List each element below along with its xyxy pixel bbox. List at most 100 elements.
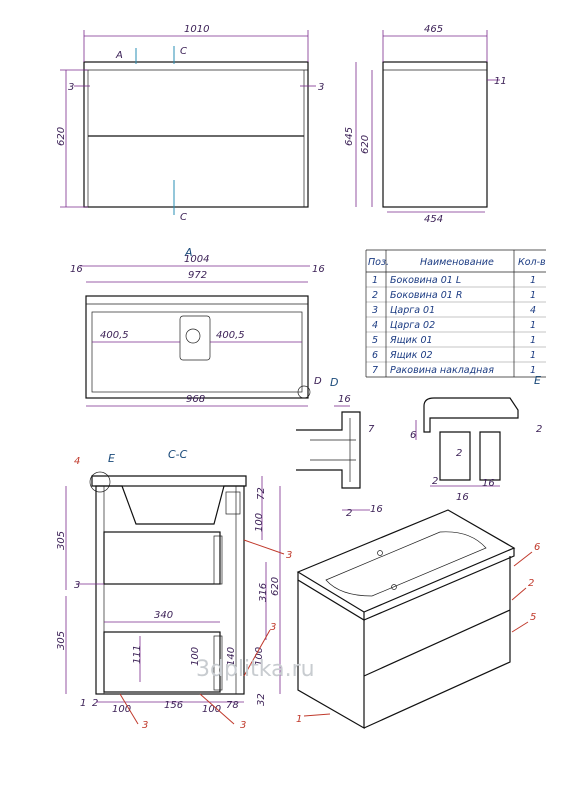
side-height-total: 645 — [344, 127, 355, 146]
dim-620: 620 — [270, 577, 281, 596]
dim-1: 1 — [80, 698, 86, 709]
dim-100-lower: 100 — [190, 647, 201, 666]
table-cell-r6-c3: 1 — [530, 350, 536, 361]
detail-d-title: D — [330, 376, 338, 389]
dim-3-left: 3 — [74, 580, 80, 591]
front-left-offset: 3 — [68, 82, 74, 93]
pos-3-a: 3 — [286, 550, 292, 561]
view-a-title: A — [184, 246, 193, 259]
detail-e-2-mid: 2 — [456, 448, 462, 459]
pos-3-c: 3 — [142, 720, 148, 731]
view-a-right-gap: 16 — [312, 264, 325, 275]
detail-d-16-bottom: 16 — [370, 504, 383, 515]
callout-e-label: E — [108, 452, 115, 465]
front-cabinet-outline — [83, 61, 309, 208]
side-cabinet-outline — [382, 61, 488, 208]
carcass-section — [95, 485, 245, 695]
section-cc: C-C 4 E 305 305 3 72 100 316 620 34 — [56, 448, 292, 731]
table-header-1: Поз. — [368, 257, 389, 268]
detail-e-2-right: 2 — [536, 424, 542, 435]
dim-305-top: 305 — [56, 531, 67, 550]
table-cell-r5-c2: Ящик 01 — [389, 335, 433, 346]
iso-side-panel — [297, 580, 365, 730]
iso-sink-bowl — [325, 531, 487, 597]
table-cell-r1-c2: Боковина 01 L — [390, 275, 461, 286]
dim-111: 111 — [132, 645, 143, 664]
dim-100-right: 100 — [254, 647, 265, 666]
side-height-body: 620 — [360, 135, 371, 154]
detail-e-16-a: 16 — [456, 492, 469, 503]
iso-view: 1 2 5 6 — [296, 509, 540, 730]
view-a-outline — [85, 295, 309, 399]
detail-e-6: 6 — [410, 430, 416, 441]
detail-d: D 16 7 2 16 — [296, 376, 383, 519]
front-height-label: 620 — [56, 127, 67, 146]
dim-100-upper: 100 — [254, 513, 265, 532]
iso-pos-5: 5 — [530, 612, 536, 623]
table-cell-r7-c3: 1 — [530, 365, 536, 376]
sink-basin-section — [91, 475, 247, 525]
table-cell-r2-c3: 1 — [530, 290, 536, 301]
section-a-marker: A — [115, 50, 123, 61]
dim-bottom-100-right: 100 — [202, 704, 221, 715]
dim-bottom-100-left: 100 — [112, 704, 131, 715]
side-view: 465 454 645 620 11 — [344, 24, 507, 225]
dim-2: 2 — [92, 698, 98, 709]
side-overhang: 11 — [494, 76, 507, 87]
section-c-bottom-marker: C — [180, 212, 187, 223]
dim-140: 140 — [226, 647, 237, 666]
upper-drawer — [103, 531, 221, 585]
table-cell-r4-c1: 4 — [372, 320, 378, 331]
table-cell-r1-c3: 1 — [530, 275, 536, 286]
section-cc-title: C-C — [168, 448, 188, 461]
view-a-right-half: 400,5 — [216, 330, 245, 341]
table-cell-r7-c2: Раковина накладная — [390, 365, 494, 376]
table-cell-r2-c2: Боковина 01 R — [390, 290, 462, 301]
pos-3-d: 3 — [240, 720, 246, 731]
dim-305-bottom: 305 — [56, 631, 67, 650]
table-cell-r2-c1: 2 — [372, 290, 378, 301]
table-cell-r1-c1: 1 — [372, 275, 378, 286]
sink-edge-profile — [423, 397, 519, 433]
iso-pos-2: 2 — [528, 578, 534, 589]
table-cell-r5-c1: 5 — [372, 335, 378, 346]
detail-e-title: E — [534, 374, 541, 387]
drain-hole — [185, 328, 201, 344]
table-cell-r6-c1: 6 — [372, 350, 378, 361]
watermark: 3dplitka.ru — [196, 657, 315, 682]
table-cell-r7-c1: 7 — [372, 365, 378, 376]
view-a: A 1004 972 16 16 400,5 400,5 968 D — [70, 246, 325, 407]
table-cell-r5-c3: 1 — [530, 335, 536, 346]
parts-table: Поз. Наименование Кол-в 1 Боковина 01 L 1 2 Бок… — [365, 249, 546, 378]
front-view: 1010 620 3 3 A C C — [56, 24, 324, 223]
table-header-3: Кол-в — [518, 257, 546, 268]
side-depth-bottom: 454 — [424, 214, 443, 225]
section-c-top-marker: C — [180, 46, 187, 57]
table-cell-r3-c1: 3 — [372, 305, 378, 316]
lower-drawer — [103, 631, 221, 693]
view-a-bottom: 968 — [186, 394, 205, 405]
pos-3-b: 3 — [270, 622, 276, 633]
dim-316: 316 — [258, 583, 269, 602]
side-depth-top: 465 — [424, 24, 443, 35]
detail-e-callout — [89, 471, 111, 493]
iso-pos-1: 1 — [296, 714, 302, 725]
detail-e: E 6 2 2 2 16 16 — [410, 374, 542, 503]
front-width-label: 1010 — [184, 24, 209, 35]
view-a-left-half: 400,5 — [100, 330, 129, 341]
siphon-cutout — [179, 315, 211, 361]
iso-front-panel — [363, 556, 511, 729]
view-a-detail-d: D — [314, 376, 322, 387]
pos-4-label: 4 — [74, 456, 80, 467]
detail-e-2-left: 2 — [432, 476, 438, 487]
front-right-offset: 3 — [318, 82, 324, 93]
view-a-inner: 972 — [188, 270, 207, 281]
table-cell-r4-c3: 1 — [530, 320, 536, 331]
dim-32: 32 — [256, 693, 267, 706]
table-header-2: Наименование — [420, 257, 494, 268]
dim-bottom-156: 156 — [164, 700, 183, 711]
iso-drawer-split — [363, 609, 511, 677]
dim-72: 72 — [256, 487, 267, 500]
detail-d-16-top: 16 — [338, 394, 351, 405]
